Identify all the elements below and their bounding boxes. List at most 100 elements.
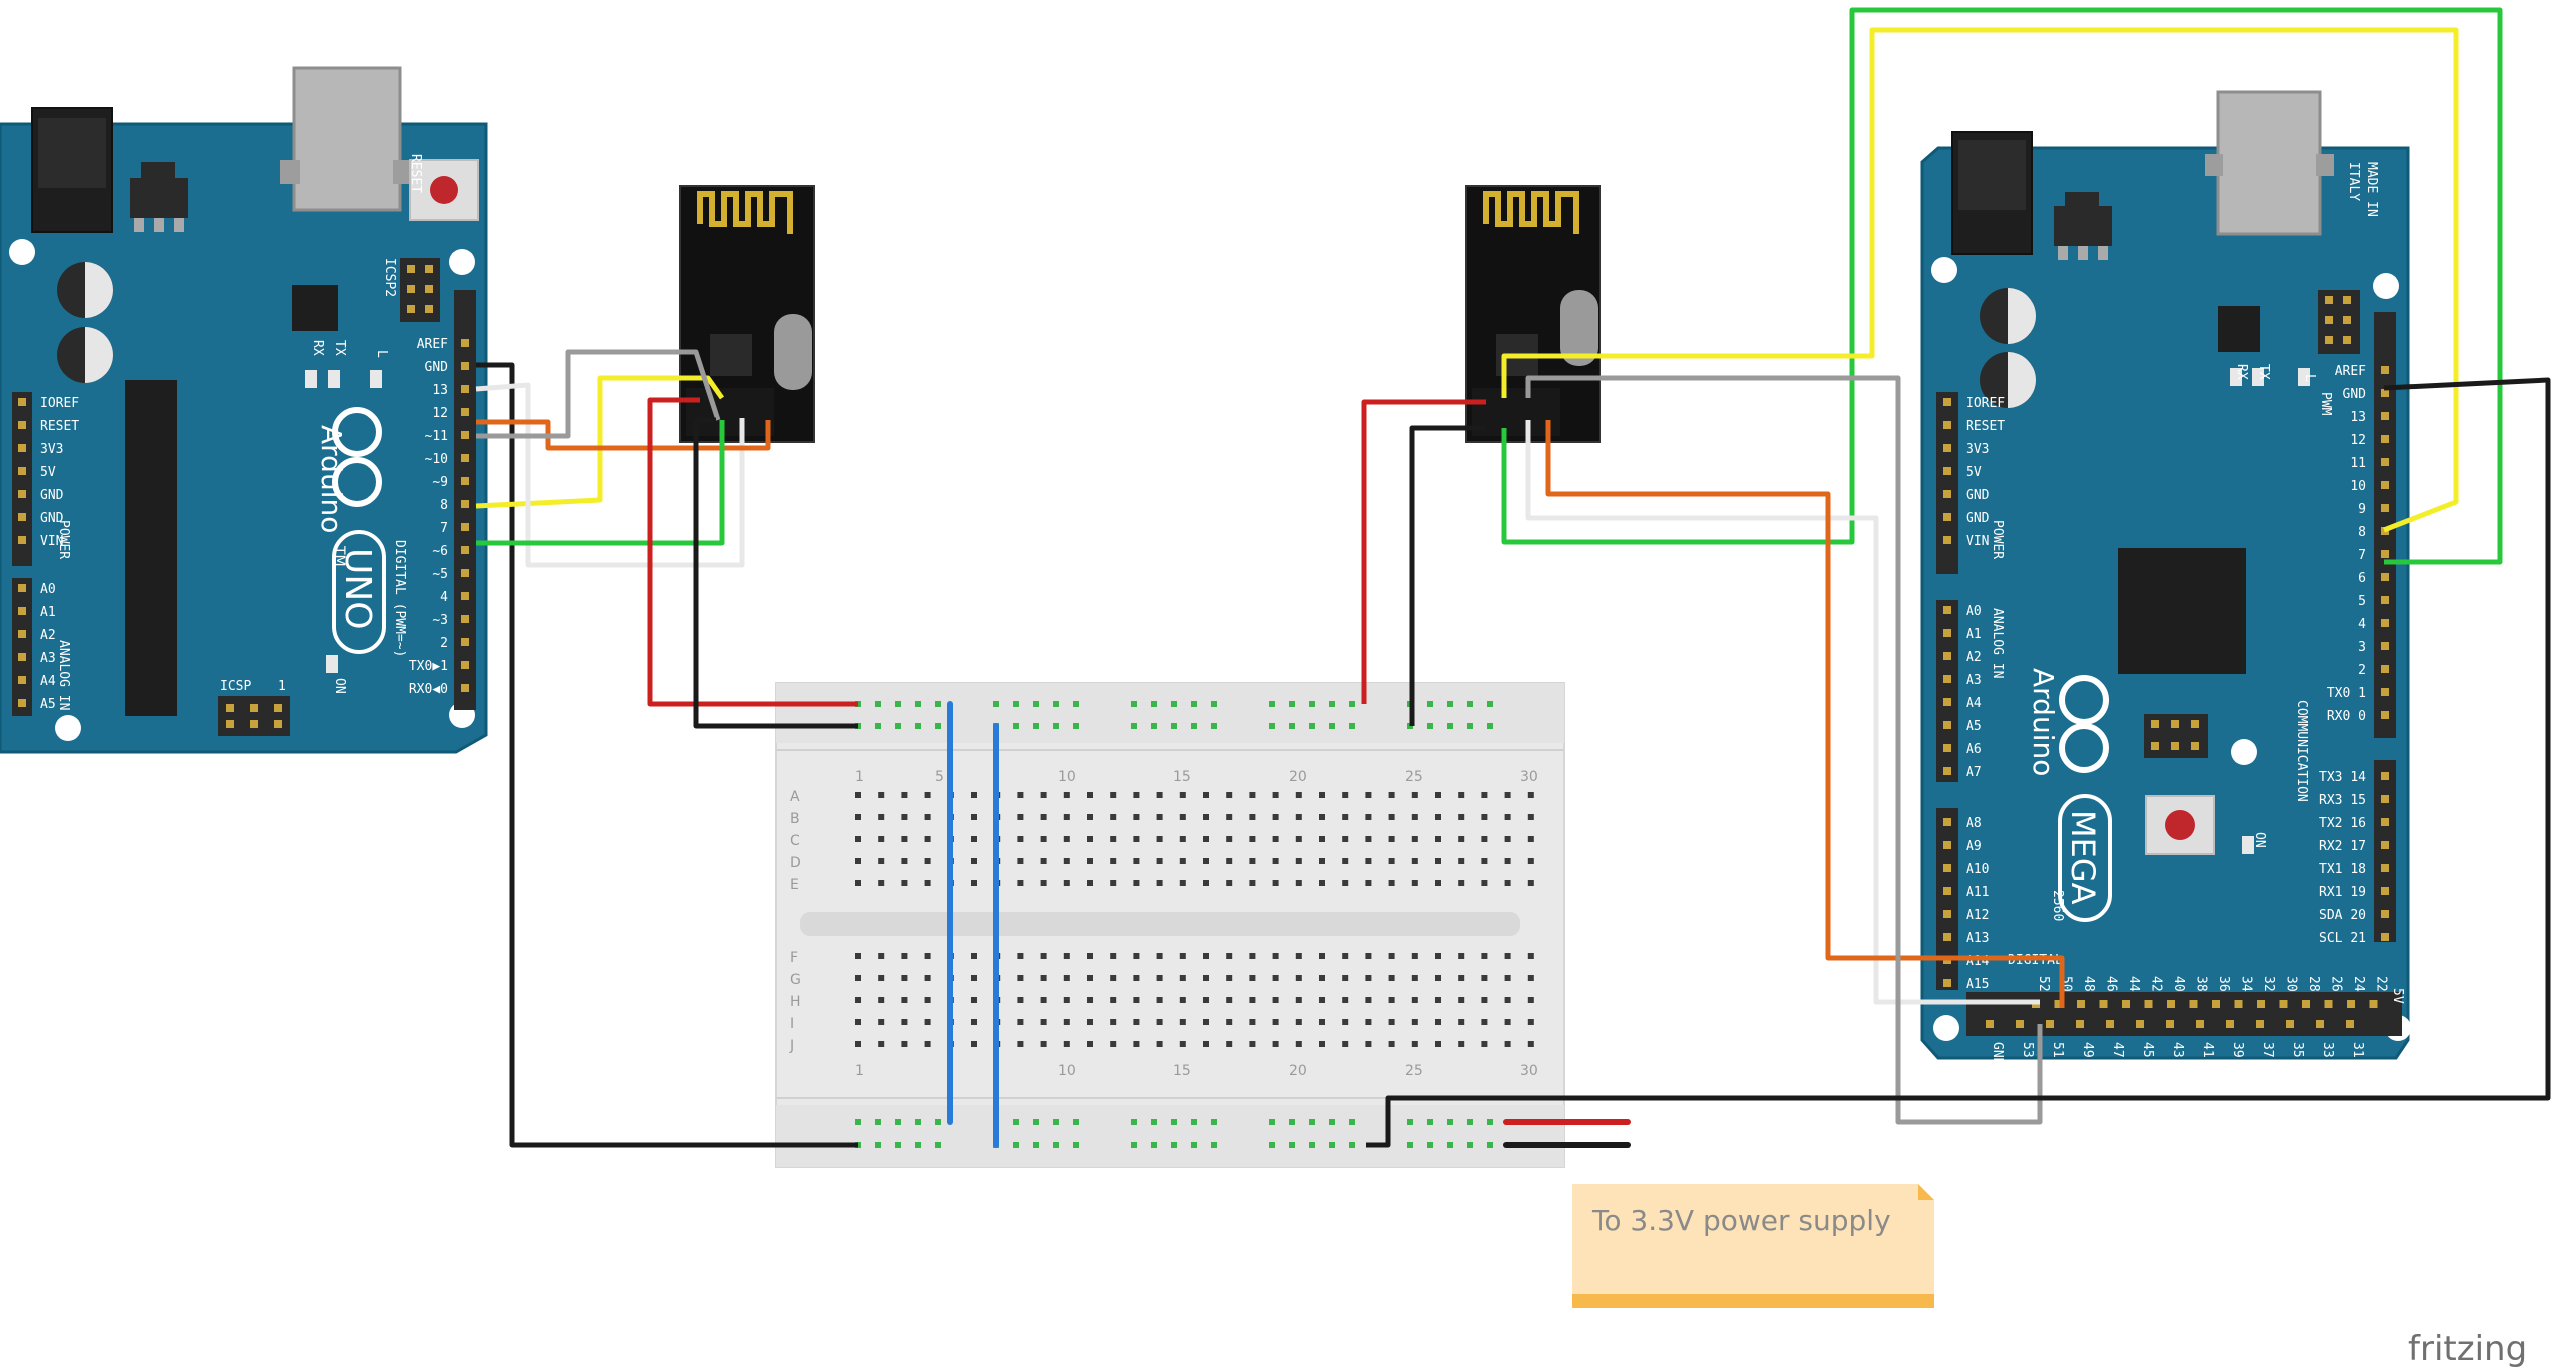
- bb-hole: [1040, 880, 1047, 886]
- bb-col-label: 1: [855, 1063, 864, 1079]
- mega-digital-pin-label: 13: [2350, 410, 2366, 425]
- mega-digital-pin: [2381, 504, 2389, 512]
- bb-hole: [1063, 1019, 1070, 1025]
- uno-digital-pin-label: 12: [432, 406, 448, 421]
- bb-rail-hole: [1349, 701, 1355, 707]
- bb-hole: [855, 1019, 861, 1025]
- mega-bottom-pin-label: 41: [2200, 1042, 2215, 1058]
- bb-hole: [924, 792, 931, 798]
- uno-digital-pin-label: 4: [440, 590, 448, 605]
- bb-hole: [901, 858, 908, 864]
- bb-hole: [1156, 792, 1163, 798]
- uno-digital-pin: [461, 339, 469, 347]
- bb-hole: [1295, 1019, 1302, 1025]
- mega-bottom-pin-label: 38: [2194, 976, 2209, 992]
- mega-analog-pin-label: A1: [1966, 627, 1982, 642]
- uno-icsp-label: ICSP: [220, 679, 251, 694]
- bb-hole: [1458, 858, 1465, 864]
- mega-usb-port: [2216, 90, 2322, 236]
- bb-hole: [1435, 858, 1441, 864]
- mega-digital-pin-label: RX0 0: [2327, 709, 2366, 724]
- mega-atmega-chip: [2118, 548, 2246, 674]
- bb-hole: [1365, 792, 1372, 798]
- uno-icsp2-header: [400, 258, 440, 322]
- bb-hole: [1017, 814, 1024, 820]
- bb-hole: [1504, 1019, 1511, 1025]
- uno-digital-pin-label: 8: [440, 498, 448, 513]
- mega-analog-pin: [1943, 698, 1951, 706]
- mega-bottom-pin: [2346, 1020, 2354, 1028]
- nrf24-module-left: [679, 185, 815, 443]
- mega-bottom-pin: [2234, 1000, 2243, 1008]
- uno-digital-pin: [461, 385, 469, 393]
- bb-rail-hole: [1151, 1142, 1157, 1148]
- bb-rail-hole: [1073, 1142, 1079, 1148]
- mega-analog-pin: [1943, 887, 1951, 895]
- note-body: [1572, 1184, 1934, 1306]
- mega-digital-pin: [2381, 573, 2389, 581]
- bb-hole: [1110, 1019, 1117, 1025]
- bb-hole: [1249, 814, 1256, 820]
- bb-hole: [1133, 1041, 1140, 1047]
- bb-hole: [1295, 792, 1302, 798]
- mega-bottom-pin-label: 51: [2050, 1042, 2065, 1058]
- mega-bottom-pin-label: 46: [2104, 976, 2119, 992]
- bb-rail-hole: [993, 701, 999, 707]
- mega-analog-pin: [1943, 675, 1951, 683]
- bb-hole: [1040, 858, 1047, 864]
- bb-hole: [1226, 975, 1233, 981]
- bb-rail-hole: [1349, 723, 1355, 729]
- bb-rail-hole: [1211, 1119, 1217, 1125]
- uno-analog-pin: [18, 676, 26, 684]
- bb-hole: [1110, 858, 1117, 864]
- bb-rail-hole: [1191, 1142, 1197, 1148]
- mega-bottom-pin: [2077, 1000, 2085, 1008]
- bb-hole: [1226, 1019, 1233, 1025]
- bb-rail-hole: [1309, 701, 1315, 707]
- bb-hole: [1226, 1041, 1233, 1047]
- bb-hole: [1110, 1041, 1117, 1047]
- mega-mount-hole: [1931, 257, 1957, 283]
- mega-arduino-logo: Arduino MEGA 2560: [2027, 668, 2112, 922]
- bb-hole: [1226, 880, 1233, 886]
- uno-analog-pin-label: A2: [40, 628, 56, 643]
- bb-col-label: 25: [1405, 1063, 1423, 1079]
- bb-col-label: 25: [1405, 769, 1423, 785]
- bb-rail-hole: [1447, 1119, 1453, 1125]
- bb-row-label: C: [790, 833, 800, 849]
- bb-hole: [1203, 792, 1209, 798]
- mega-analog-header-a: [1936, 600, 1958, 782]
- mega-bottom-pin: [2279, 1000, 2288, 1008]
- fritzing-watermark: fritzing: [2408, 1329, 2527, 1369]
- mega-digital-pin-label: 9: [2358, 502, 2366, 517]
- uno-power-pin: [18, 421, 26, 429]
- bb-hole: [878, 836, 885, 842]
- uno-digital-pin: [461, 661, 469, 669]
- bb-hole: [1388, 1041, 1395, 1047]
- bb-hole: [924, 953, 931, 959]
- mega-power-pin-label: GND: [1966, 511, 1990, 526]
- wires-left: [475, 349, 858, 1148]
- mega-brand: Arduino: [2027, 668, 2060, 776]
- bb-hole: [1249, 880, 1256, 886]
- uno-regulator: [130, 178, 188, 218]
- bb-hole: [1017, 1019, 1024, 1025]
- mega-on-label: ON: [2252, 832, 2267, 848]
- mega-comm-pin-label: SDA 20: [2319, 908, 2366, 923]
- uno-analog-label: ANALOG IN: [56, 640, 71, 710]
- bb-hole: [1179, 997, 1186, 1003]
- bb-hole: [1203, 953, 1209, 959]
- uno-digital-pin-label: ~5: [432, 567, 448, 582]
- mega-bottom-pin: [1986, 1020, 1994, 1028]
- bb-hole: [1504, 814, 1511, 820]
- bb-hole: [1388, 792, 1395, 798]
- mega-analog-pin: [1943, 606, 1951, 614]
- bb-hole: [1017, 880, 1024, 886]
- mega-power-pin-label: VIN: [1966, 534, 1989, 549]
- mega-comm-pin-label: TX3 14: [2319, 770, 2366, 785]
- bb-rail-hole: [875, 1119, 881, 1125]
- uno-power-pin: [18, 513, 26, 521]
- bb-row-label: D: [790, 855, 801, 871]
- bb-hole: [1249, 858, 1256, 864]
- mega-analog-pin: [1943, 629, 1951, 637]
